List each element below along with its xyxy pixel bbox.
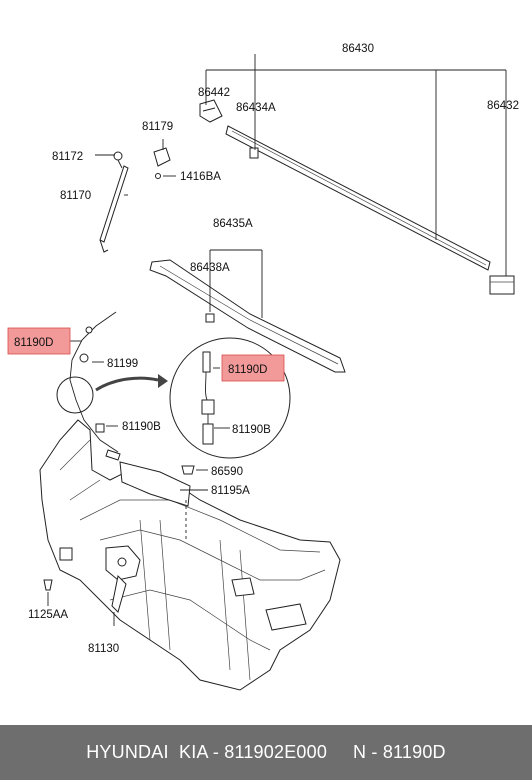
seal-clip [249,147,259,159]
footer-text: HYUNDAI KIA - 811902E000 N - 81190D [86,742,446,762]
label-81190d: 81190D [14,337,53,349]
part-number-footer: HYUNDAI KIA - 811902E000 N - 81190D [0,725,532,780]
label-86590: 86590 [211,466,243,478]
cable-callout-circle [56,376,94,414]
label-86432: 86432 [487,100,519,112]
label-81130: 81130 [88,643,119,655]
hood-stay-group [99,147,171,253]
stay-grommet [113,151,123,161]
stay-bolt [155,173,161,179]
parts-diagram: 86430 86442 86434A 86432 81179 81172 141… [7,43,519,691]
label-81199: 81199 [107,358,138,370]
front-end-module [39,419,341,691]
label-1125aa: 1125AA [28,609,68,621]
seal-end-cap-left [199,99,223,123]
hood-stay-rod [99,165,129,243]
seal-end-cap-right [489,275,515,295]
highlight-81190d-main [7,327,71,355]
cowl-seal-clip [205,313,215,323]
label-1416ba: 1416BA [180,171,221,183]
label-81195a: 81195A [211,485,250,497]
latch-bracket [119,461,191,507]
label-81190d-detail: 81190D [228,364,267,376]
bolt-1125aa [43,579,53,591]
label-81172: 81172 [52,151,83,163]
label-81179: 81179 [142,121,173,133]
label-86434a: 86434A [236,102,276,114]
highlight-81190d-detail [221,354,285,382]
hood-seal-assembly [199,99,515,295]
bolt-86590 [181,465,195,475]
release-cable [56,311,168,461]
label-86442: 86442 [198,87,230,99]
label-81170: 81170 [60,190,91,202]
cable-grommet [79,353,89,363]
label-81190b-detail: 81190B [232,424,271,436]
hood-bumper [153,147,171,167]
label-86438a: 86438A [190,262,230,274]
label-86435a: 86435A [213,218,253,230]
label-81190b: 81190B [122,421,161,433]
label-86430: 86430 [342,43,374,55]
